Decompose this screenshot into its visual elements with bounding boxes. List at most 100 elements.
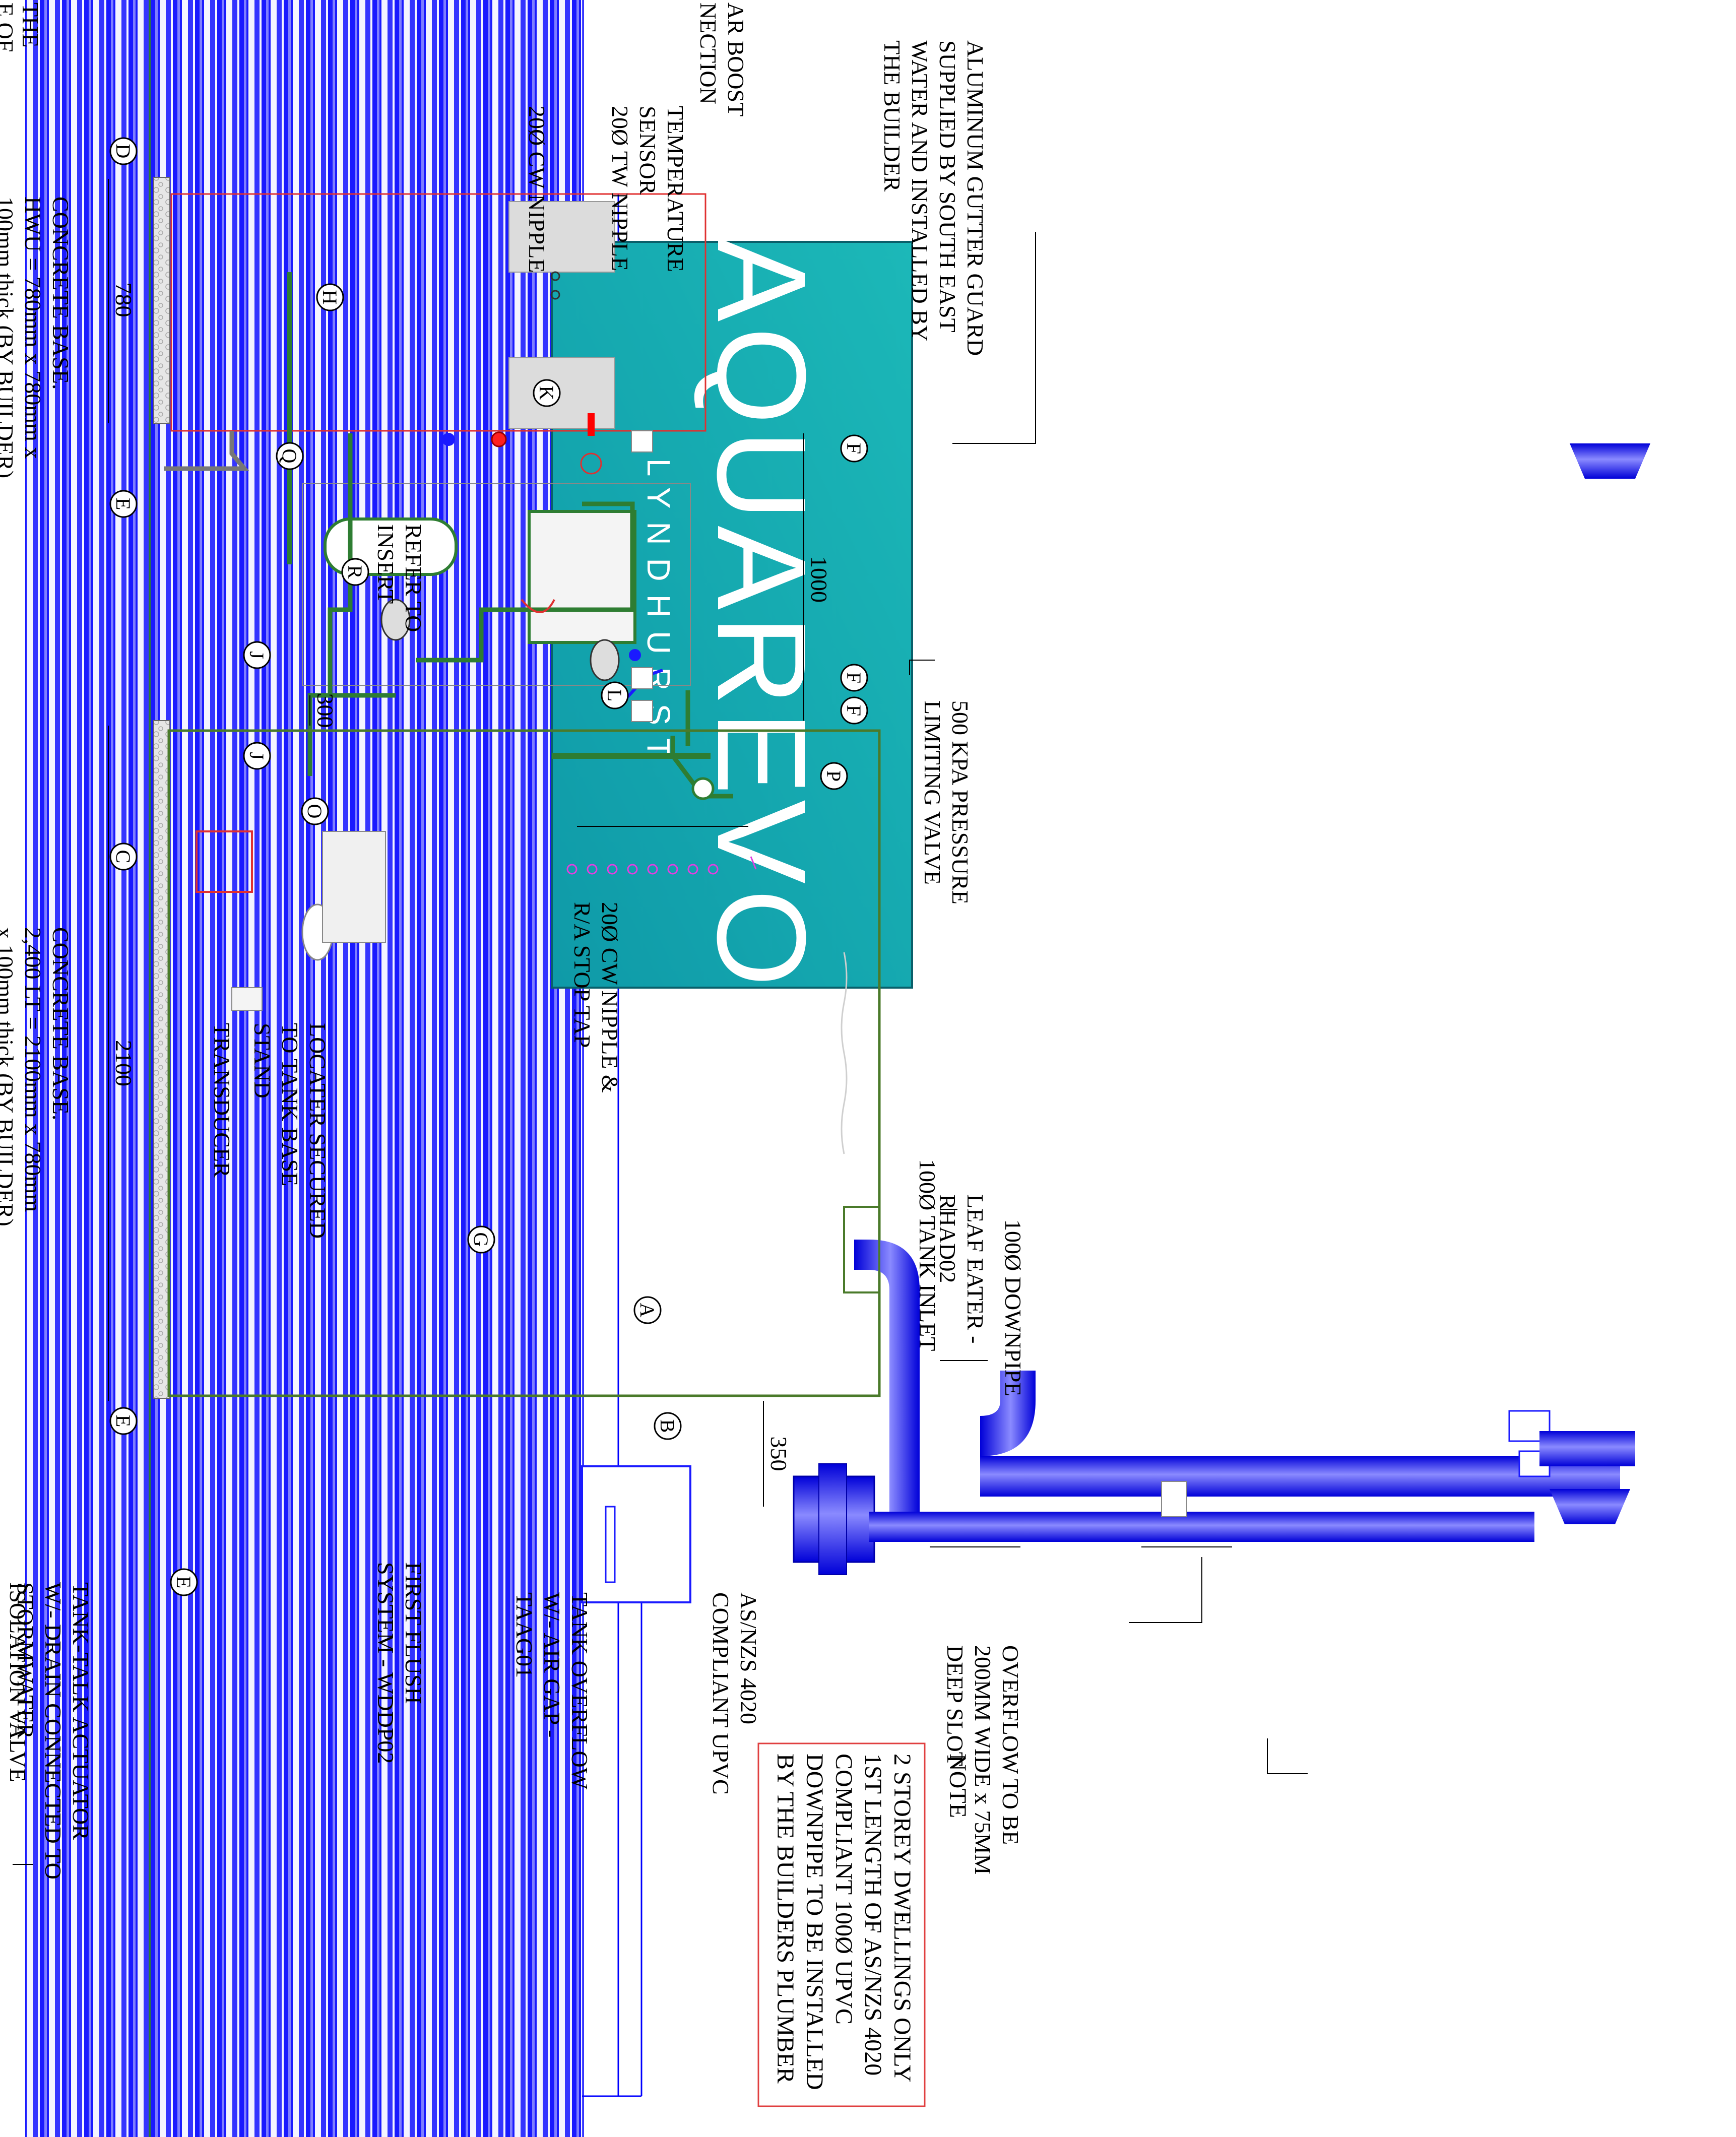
marker-l: L xyxy=(601,681,629,709)
label-cw-stop-tap: 20Ø CW NIPPLE &R/A STOP TAP xyxy=(569,902,623,1093)
svg-text:R: R xyxy=(344,565,366,579)
overflow-slot xyxy=(605,1506,616,1583)
label-pressure-valve: 500 KPA PRESSURELIMITING VALVE xyxy=(920,700,973,904)
label-base-tank: CONCRETE BASE.2,400 LT = 2100mm x 780mmx… xyxy=(0,927,74,1226)
dim-inlet: 350 xyxy=(766,1437,792,1471)
label-solar-boost: AR BOOSTNECTION xyxy=(695,3,749,116)
temperature-sensor xyxy=(588,413,595,436)
tank-overflow-pipe xyxy=(980,1456,1620,1497)
pump-enclosure xyxy=(302,483,691,686)
cw-nipple-fitting xyxy=(442,433,455,446)
label-upvc: AS/NZS 4020COMPLIANT UPVC xyxy=(708,1592,761,1795)
svg-text:F: F xyxy=(843,443,865,454)
air-gap xyxy=(1161,1481,1187,1517)
tank-water-line xyxy=(841,952,848,1154)
svg-text:B: B xyxy=(656,1419,679,1433)
dim-gap: 1000 xyxy=(806,556,832,603)
label-downpipe: 100Ø DOWNPIPE xyxy=(1000,1219,1026,1396)
svg-text:D: D xyxy=(112,144,135,159)
label-leaf-eater: LEAF EATER -RHAD02 xyxy=(935,1194,988,1343)
tank-transducer xyxy=(231,987,263,1011)
label-stand: STAND xyxy=(249,1023,275,1098)
green-pipe-main xyxy=(328,433,353,695)
label-tank-talk: TANK-TALK ACTUATORW/- DRAIN CONNECTED TO… xyxy=(13,1582,94,1880)
overflow-slot-box xyxy=(581,1465,691,1603)
svg-text:J: J xyxy=(245,651,268,659)
marker-o: O xyxy=(301,797,329,825)
hwu-grey-pipe xyxy=(164,431,249,471)
stormwater-pipe xyxy=(1539,1431,1635,1466)
leaf-eater-lid xyxy=(818,1463,847,1575)
svg-text:E: E xyxy=(172,1576,195,1588)
pump-motor xyxy=(590,639,620,681)
drain-funnel-1 xyxy=(1570,443,1650,479)
svg-text:F: F xyxy=(843,672,865,683)
label-overflow: OVERFLOW TO BE200MM WIDE x 75MMDEEP SLOT xyxy=(942,1645,1023,1874)
svg-text:A: A xyxy=(636,1303,659,1318)
marker-j1: J xyxy=(243,641,271,669)
label-tank-inlet: 100Ø TANK INLET xyxy=(915,1159,940,1351)
label-locater: LOCATER SECUREDTO TANK BASE xyxy=(277,1023,331,1239)
label-isolation: ISOLATION VALVE xyxy=(5,1582,31,1782)
label-cw-nipple: 20Ø CW NIPPLE xyxy=(524,106,550,273)
leader-lines xyxy=(13,232,1308,1865)
small-box-f1 xyxy=(631,430,653,452)
svg-text:G: G xyxy=(470,1233,492,1247)
dim-tank: 2100 xyxy=(111,1040,137,1086)
marker-r: R xyxy=(341,558,369,586)
concrete-base-tank xyxy=(153,720,170,1399)
note-lines: 2 STOREY DWELLINGS ONLY 1ST LENGTH OF AS… xyxy=(772,1754,916,2096)
water-tank xyxy=(167,729,881,1397)
svg-text:E: E xyxy=(112,1415,135,1427)
svg-text:P: P xyxy=(822,770,845,782)
note-box: NOTE 2 STOREY DWELLINGS ONLY 1ST LENGTH … xyxy=(757,1742,971,2107)
solar-boost-fitting-2 xyxy=(550,290,560,300)
svg-text:C: C xyxy=(112,850,135,864)
marker-e2: E xyxy=(109,1407,138,1435)
marker-k: K xyxy=(533,379,561,407)
marker-c: C xyxy=(109,843,138,871)
svg-text:E: E xyxy=(112,498,135,510)
drain-funnel-2 xyxy=(1550,1489,1630,1524)
marker-f1: F xyxy=(840,434,868,463)
green-pipe-to-valve xyxy=(670,736,733,799)
svg-text:O: O xyxy=(303,804,326,819)
label-base-hwu: CONCRETE BASE.HWU = 780mm x 780mm x100mm… xyxy=(0,197,74,478)
marker-b: B xyxy=(654,1412,682,1440)
label-tw-nipple: 20Ø TW NIPPLE xyxy=(607,106,633,271)
small-box-f2 xyxy=(631,667,653,689)
note-title: NOTE xyxy=(944,1754,971,1818)
marker-j2: J xyxy=(243,742,271,770)
hot-water-unit xyxy=(170,193,706,432)
tank-overflow-elbow xyxy=(980,1371,1036,1456)
pump-unit xyxy=(528,510,636,644)
label-temp-sensor: TEMPERATURESENSOR xyxy=(635,106,688,272)
temperature-sensor-dial xyxy=(580,452,602,475)
small-box-f3 xyxy=(631,700,653,722)
marker-a: A xyxy=(633,1296,662,1324)
markers: A B C D E E E F F F G H J J K L O P Q R xyxy=(109,137,868,1596)
marker-p: P xyxy=(820,762,848,790)
valve-r-body xyxy=(380,599,411,641)
tank-locater xyxy=(196,830,253,893)
svg-text:F: F xyxy=(843,705,865,716)
logo-main-text: AQUAREVO xyxy=(691,238,832,992)
label-tank-overflow: TANK OVERFLOWW/- AIR GAP -TAAG01 xyxy=(511,1592,593,1790)
pump-blue-node xyxy=(629,649,641,661)
solar-boost-fitting-1 xyxy=(550,271,560,281)
tank-inlet-pipe xyxy=(854,1240,920,1512)
svg-text:L: L xyxy=(603,689,626,701)
marker-h: H xyxy=(316,283,344,311)
svg-text:H: H xyxy=(318,290,341,305)
marker-f3: F xyxy=(840,696,868,725)
label-refer-insert: REFER TOINSERT xyxy=(373,524,426,632)
marker-e3: E xyxy=(170,1568,198,1596)
logo-sub-text: LYNDHURST xyxy=(640,459,677,771)
pump-pipe xyxy=(416,501,635,663)
pressure-valve-fitting xyxy=(691,777,715,800)
corner-note: THEE OF xyxy=(0,3,43,52)
marker-g: G xyxy=(467,1225,495,1254)
